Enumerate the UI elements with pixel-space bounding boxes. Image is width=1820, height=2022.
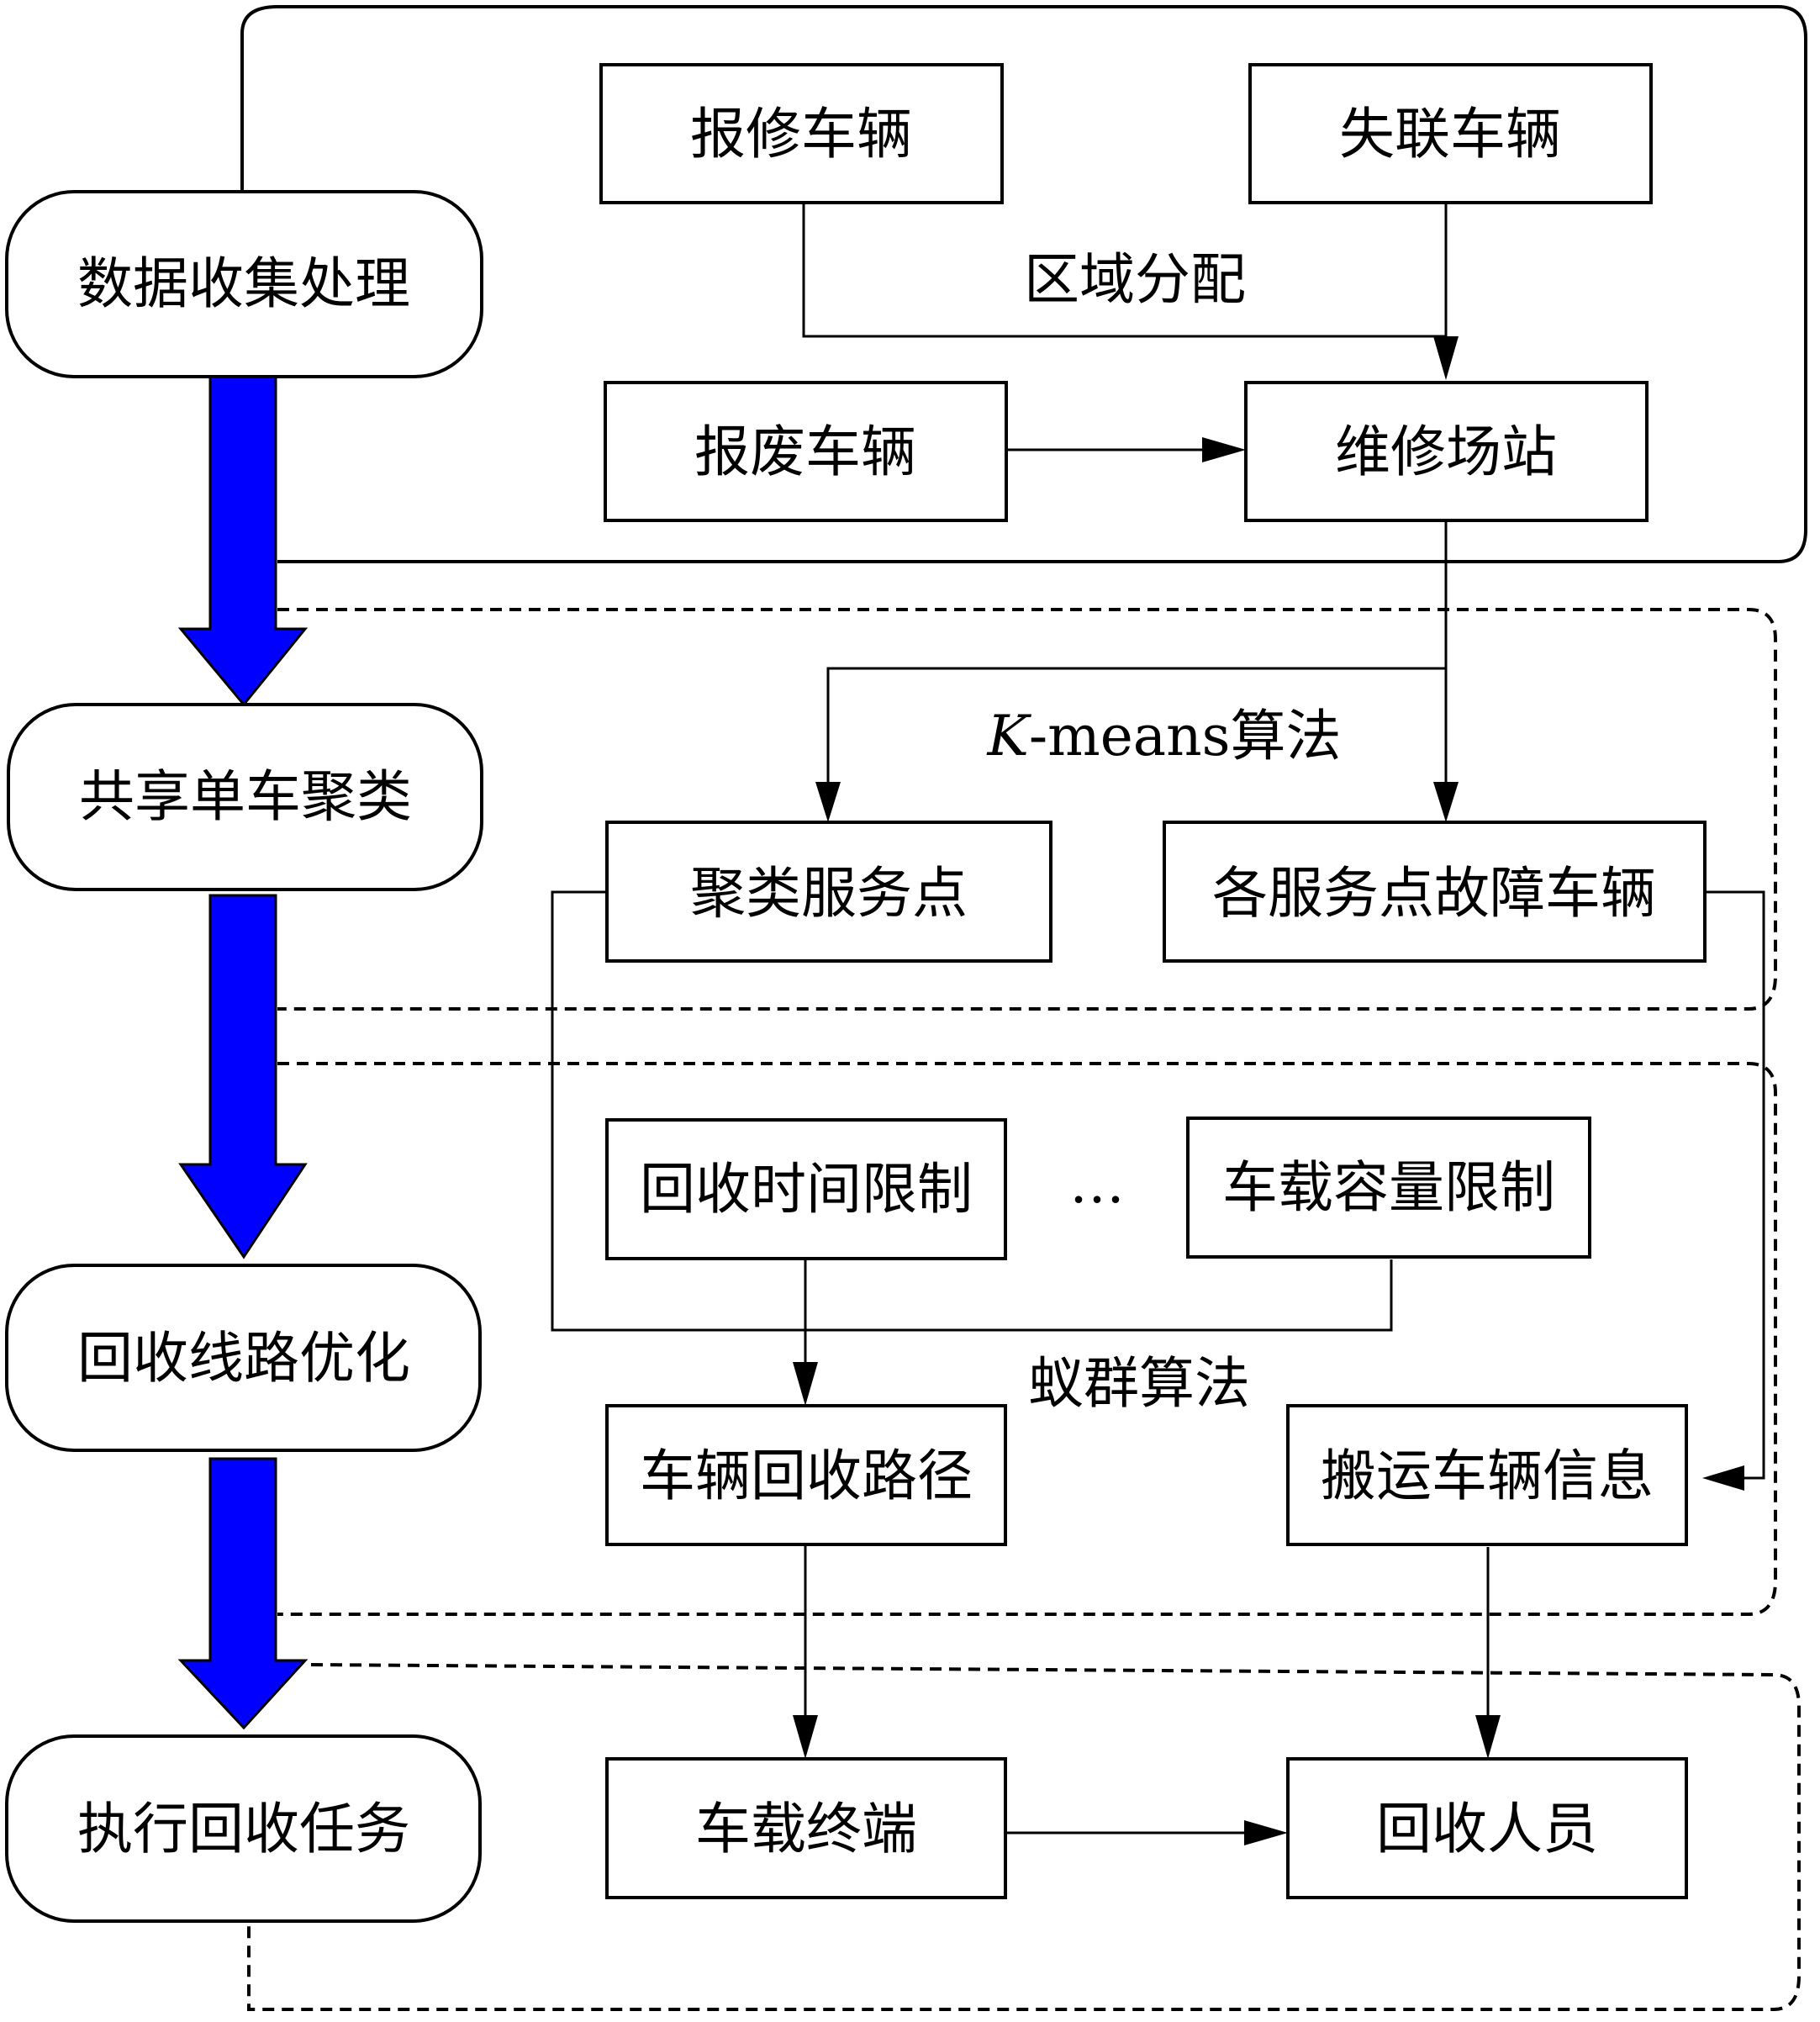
box-label: 车辆回收路径 [640,1444,973,1508]
box-time-limit: 回收时间限制 [605,1118,1007,1260]
box-label: 报修车辆 [690,102,912,166]
connector-kmeans-branch [826,667,1446,782]
label-kmeans: K-means算法 [987,704,1342,768]
box-faulty-vehicles: 各服务点故障车辆 [1163,821,1707,963]
group-frame-exec [247,1663,1801,2011]
box-recovery-staff: 回收人员 [1286,1757,1688,1899]
box-scrap-vehicles: 报废车辆 [604,381,1008,522]
flow-arrow-1 [177,375,309,707]
arrowhead [1202,437,1246,462]
box-vehicle-terminal: 车载终端 [605,1757,1007,1899]
label-ellipsis: … [1069,1151,1125,1216]
stage-label: 回收线路优化 [77,1326,410,1391]
stage-label: 共享单车聚类 [79,764,412,829]
stage-execute: 执行回收任务 [5,1734,482,1923]
box-repair-vehicles: 报修车辆 [599,63,1004,204]
arrowhead [1475,1715,1501,1759]
flow-arrow-2 [178,894,308,1259]
stage-label: 数据收集处理 [77,251,410,316]
stage-clustering: 共享单车聚类 [7,703,483,891]
box-label: 聚类服务点 [690,861,968,926]
arrowhead [1244,1820,1288,1845]
label-region-allocation: 区域分配 [1024,247,1246,312]
arrowhead [793,1715,818,1759]
box-label: 各服务点故障车辆 [1212,861,1656,926]
arrowhead [1702,1465,1744,1491]
box-lost-vehicles: 失联车辆 [1248,63,1653,204]
box-transport-info: 搬运车辆信息 [1286,1404,1688,1546]
connector-repair-to-station [802,203,1446,338]
box-label: 搬运车辆信息 [1321,1444,1654,1508]
box-label: 车载终端 [695,1797,917,1861]
arrowhead [815,782,841,822]
flow-arrow-3 [177,1457,309,1730]
label-kmeans-rest: -means算法 [1029,704,1342,768]
connector-faulty-to-transport [1705,890,1765,1480]
box-repair-station: 维修场站 [1244,381,1649,522]
box-label: 回收时间限制 [640,1157,973,1222]
stage-data-collection: 数据收集处理 [5,190,483,378]
stage-label: 执行回收任务 [77,1797,410,1861]
stage-route-optimization: 回收线路优化 [5,1264,482,1452]
arrowhead [1433,782,1459,822]
group-frame-data [240,5,1807,563]
connector-cluster-loop [551,890,1393,1332]
box-label: 车载容量限制 [1222,1155,1555,1220]
box-cluster-points: 聚类服务点 [605,821,1052,963]
box-label: 报废车辆 [694,420,916,484]
box-recovery-route: 车辆回收路径 [605,1404,1007,1546]
arrowhead [793,1362,818,1406]
label-kmeans-k: K [987,704,1032,768]
label-ant-colony: 蚁群算法 [1028,1351,1250,1416]
box-label: 维修场站 [1335,420,1557,484]
box-label: 回收人员 [1376,1797,1598,1861]
box-label: 失联车辆 [1339,102,1561,166]
arrowhead [1433,336,1459,380]
box-capacity-limit: 车载容量限制 [1186,1117,1591,1259]
